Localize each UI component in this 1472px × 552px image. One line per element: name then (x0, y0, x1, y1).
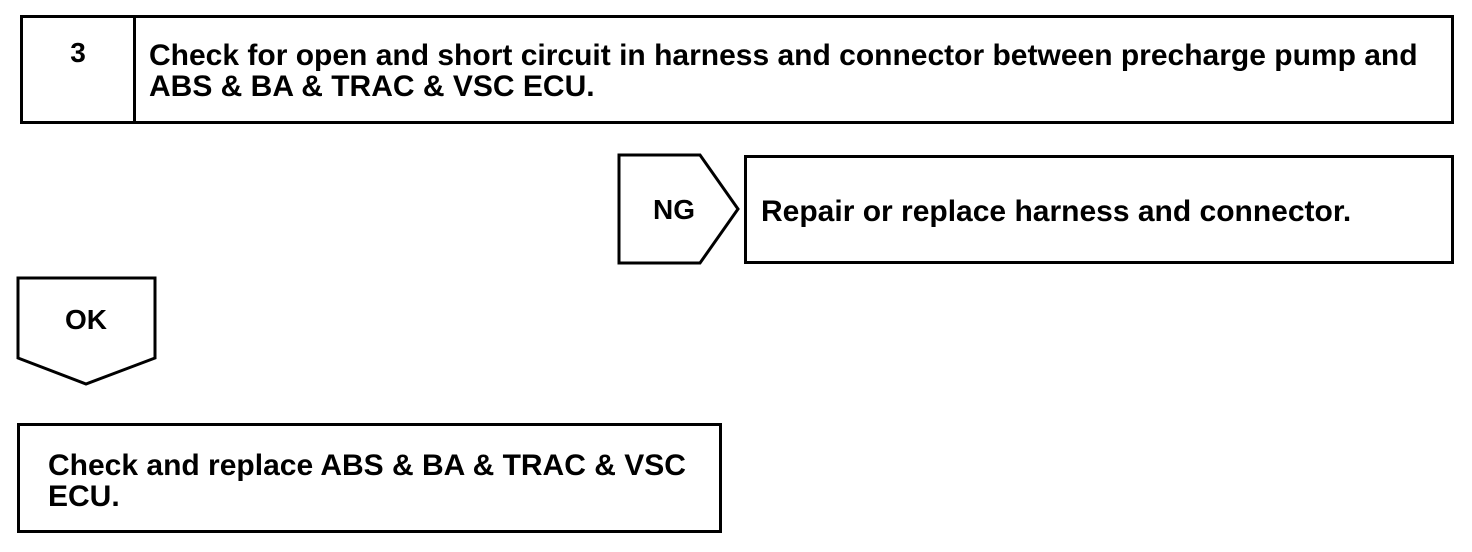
step-box: 3 Check for open and short circuit in ha… (20, 15, 1454, 124)
step-description: Check for open and short circuit in harn… (149, 39, 1418, 103)
step-number: 3 (70, 37, 86, 68)
ng-label: NG (653, 194, 695, 225)
ok-arrow-tag (16, 276, 157, 386)
ng-action-box: Repair or replace harness and connector. (744, 155, 1454, 264)
ok-action-text: Check and replace ABS & BA & TRAC & VSC … (48, 449, 686, 513)
ok-label: OK (65, 304, 107, 335)
step-number-cell: 3 (23, 18, 136, 121)
ng-action-text: Repair or replace harness and connector. (761, 195, 1352, 228)
ok-action-box: Check and replace ABS & BA & TRAC & VSC … (17, 423, 722, 533)
ng-arrow-tag (617, 153, 740, 265)
